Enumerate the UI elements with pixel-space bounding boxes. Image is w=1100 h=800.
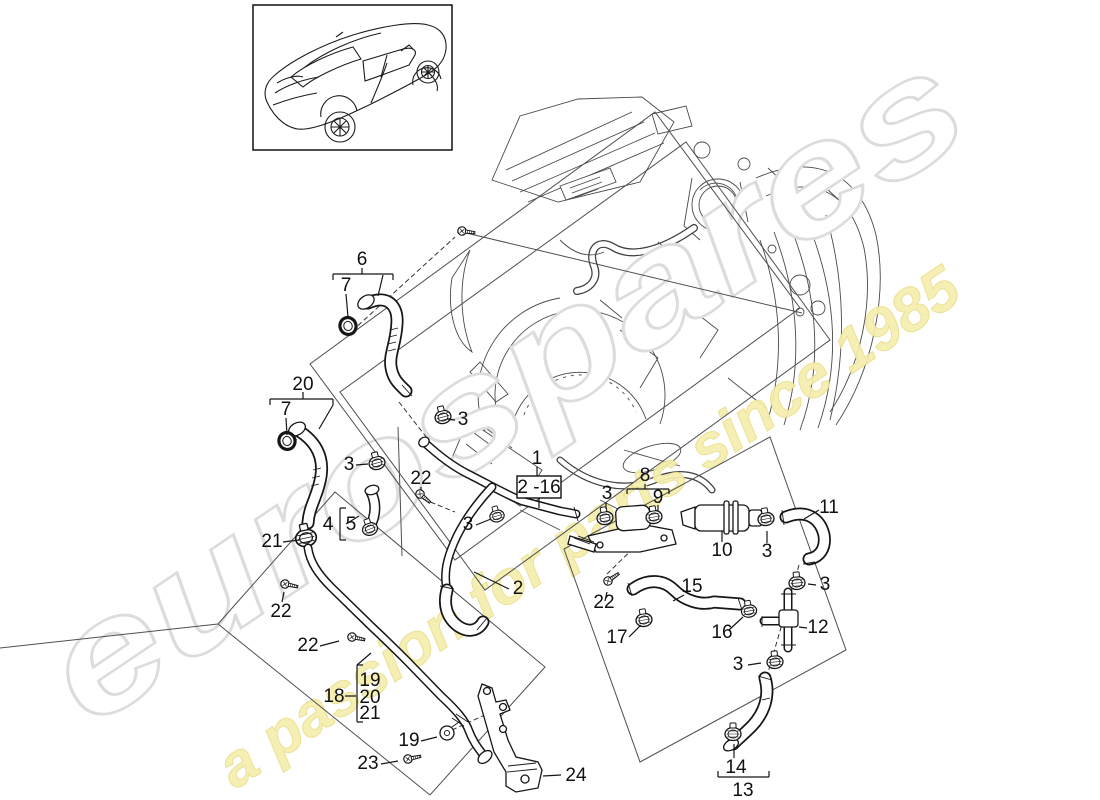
callout-20b: 20 [359, 687, 380, 708]
clip-19-part [439, 721, 460, 741]
callout-3f: 3 [733, 654, 744, 675]
callout-22d: 22 [593, 592, 614, 613]
callout-3b: 3 [458, 409, 469, 430]
callout-17: 17 [606, 627, 627, 648]
callout-19a: 19 [359, 670, 380, 691]
callout-1: 1 [532, 448, 543, 469]
bracket-24-part [477, 683, 543, 793]
hose-15-part [626, 575, 747, 611]
assembly-range-box [516, 475, 562, 499]
screw-23-part [402, 751, 423, 765]
callout-14: 14 [725, 757, 747, 778]
callout-23: 23 [357, 753, 378, 774]
engine-bolt-part [456, 225, 477, 238]
t-connector-12-part [759, 587, 799, 653]
callout-5: 5 [346, 514, 357, 535]
hose-6-part [357, 293, 413, 398]
group-parts [274, 225, 831, 793]
callout-21a: 21 [261, 531, 282, 552]
callout-18: 18 [323, 686, 344, 707]
callout-7a: 7 [341, 275, 352, 296]
vehicle-thumbnail [252, 4, 453, 151]
clamp-3f-part [787, 570, 807, 591]
callout-3c: 3 [602, 483, 613, 504]
hose-13-part [722, 671, 774, 752]
callout-9: 9 [653, 487, 664, 508]
clamp-3c-part [486, 503, 507, 525]
callout-22b: 22 [270, 601, 291, 622]
callout-16: 16 [711, 622, 732, 643]
water-pipe-1-part [418, 436, 581, 589]
callout-15: 15 [681, 576, 702, 597]
callout-21b: 21 [359, 703, 380, 724]
callout-24: 24 [565, 765, 587, 786]
clamp-3g-part [765, 649, 785, 670]
callout-19b: 19 [398, 730, 419, 751]
callout-4: 4 [323, 514, 334, 535]
bracket-mid-part [567, 523, 677, 553]
callout-2-16: 2 -16 [517, 477, 560, 498]
callout-22c: 22 [297, 635, 318, 656]
callout-13: 13 [732, 780, 753, 800]
callout-3g: 3 [463, 514, 474, 535]
callout-11: 11 [819, 497, 839, 518]
callout-3a: 3 [344, 454, 355, 475]
callout-22a: 22 [410, 468, 431, 489]
engine-assembly-art [449, 96, 881, 531]
valve-10-part [680, 500, 763, 535]
group-callout-labels: 6 7 20 7 3 22 1 2 -16 3 21 4 5 2 22 22 1… [261, 249, 838, 800]
callout-20a: 20 [292, 374, 313, 395]
clamp-17-part [633, 607, 654, 629]
seal-ring-7a-part [335, 313, 361, 339]
panamera-car-icon [264, 23, 447, 143]
callout-3e: 3 [820, 574, 831, 595]
callout-12: 12 [807, 617, 828, 638]
pipe-18-part [303, 543, 493, 765]
callout-2: 2 [513, 578, 524, 599]
hose-20-part [287, 421, 329, 530]
screw-22d-part [601, 569, 622, 588]
callout-6: 6 [357, 249, 368, 270]
callout-3d: 3 [762, 541, 773, 562]
elbow-2-part [438, 583, 490, 637]
callout-10: 10 [711, 540, 732, 561]
callout-7b: 7 [281, 399, 292, 420]
clamp-14-part [724, 722, 742, 742]
callout-leader-lines [269, 268, 820, 778]
elbow-11-part [779, 507, 831, 566]
callout-8: 8 [640, 465, 651, 486]
